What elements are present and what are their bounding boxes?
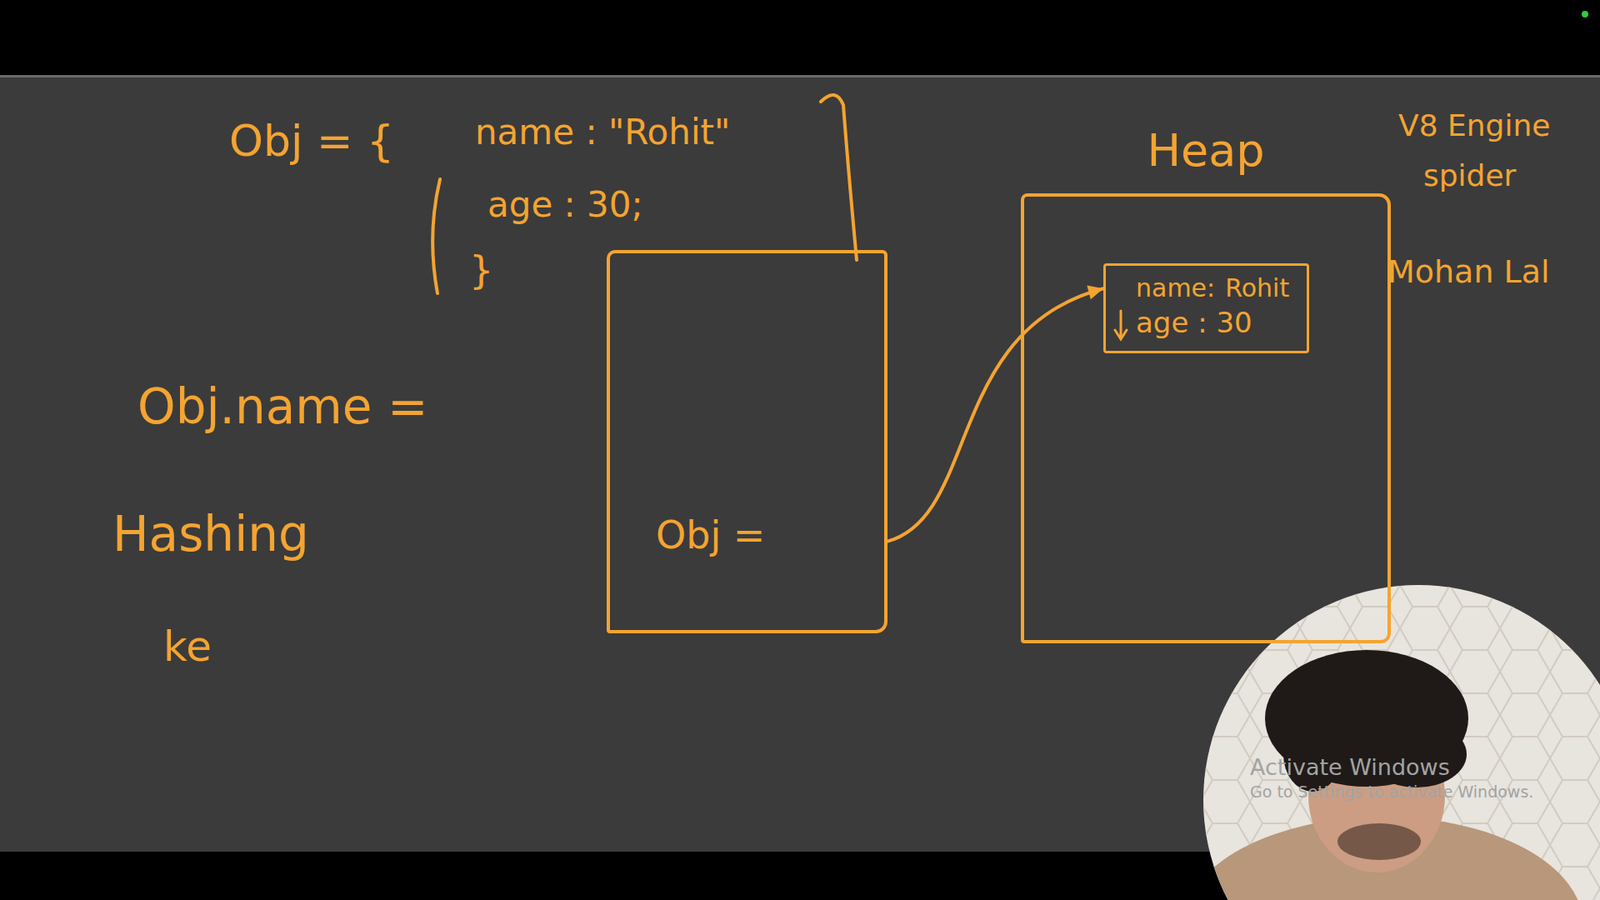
webcam xyxy=(1183,583,1600,900)
new-value: Mohan Lal xyxy=(1387,254,1550,291)
note-text: Obj.name = xyxy=(137,379,429,435)
down-arrow xyxy=(1112,309,1130,343)
top-bar xyxy=(0,0,1600,75)
code-text: Obj = { xyxy=(229,116,395,167)
property-key: name: xyxy=(1135,273,1215,303)
brace-line xyxy=(432,179,440,294)
heap-object-box: name: Rohitage : 30 xyxy=(1103,263,1310,354)
engine-note: V8 Engine xyxy=(1398,108,1550,143)
stack-box: Obj = xyxy=(606,250,888,634)
note-text: Hashing xyxy=(112,506,310,563)
bracket-line xyxy=(820,95,857,260)
property-line: name: Rohit xyxy=(1135,274,1292,304)
old-value: Rohit xyxy=(1225,273,1290,303)
engine-note: spider xyxy=(1423,158,1516,193)
variable-name: Obj = xyxy=(655,513,765,558)
top-bar-rule xyxy=(0,75,1600,78)
code-text: name : "Rohit" xyxy=(475,112,730,153)
reference-arrow xyxy=(887,285,1104,541)
heap-heading: Heap xyxy=(1024,125,1388,177)
property-line: age : 30 xyxy=(1135,306,1292,340)
heap-box: Heapname:Rohitage : 30 xyxy=(1020,193,1391,644)
code-text: age : 30; xyxy=(487,185,644,225)
note-text: ke xyxy=(163,623,212,672)
status-dot xyxy=(1581,10,1589,18)
watermark: Go to Settings to activate Windows. xyxy=(1250,783,1534,802)
watermark: Activate Windows xyxy=(1250,754,1450,780)
code-brace: } xyxy=(469,248,494,293)
